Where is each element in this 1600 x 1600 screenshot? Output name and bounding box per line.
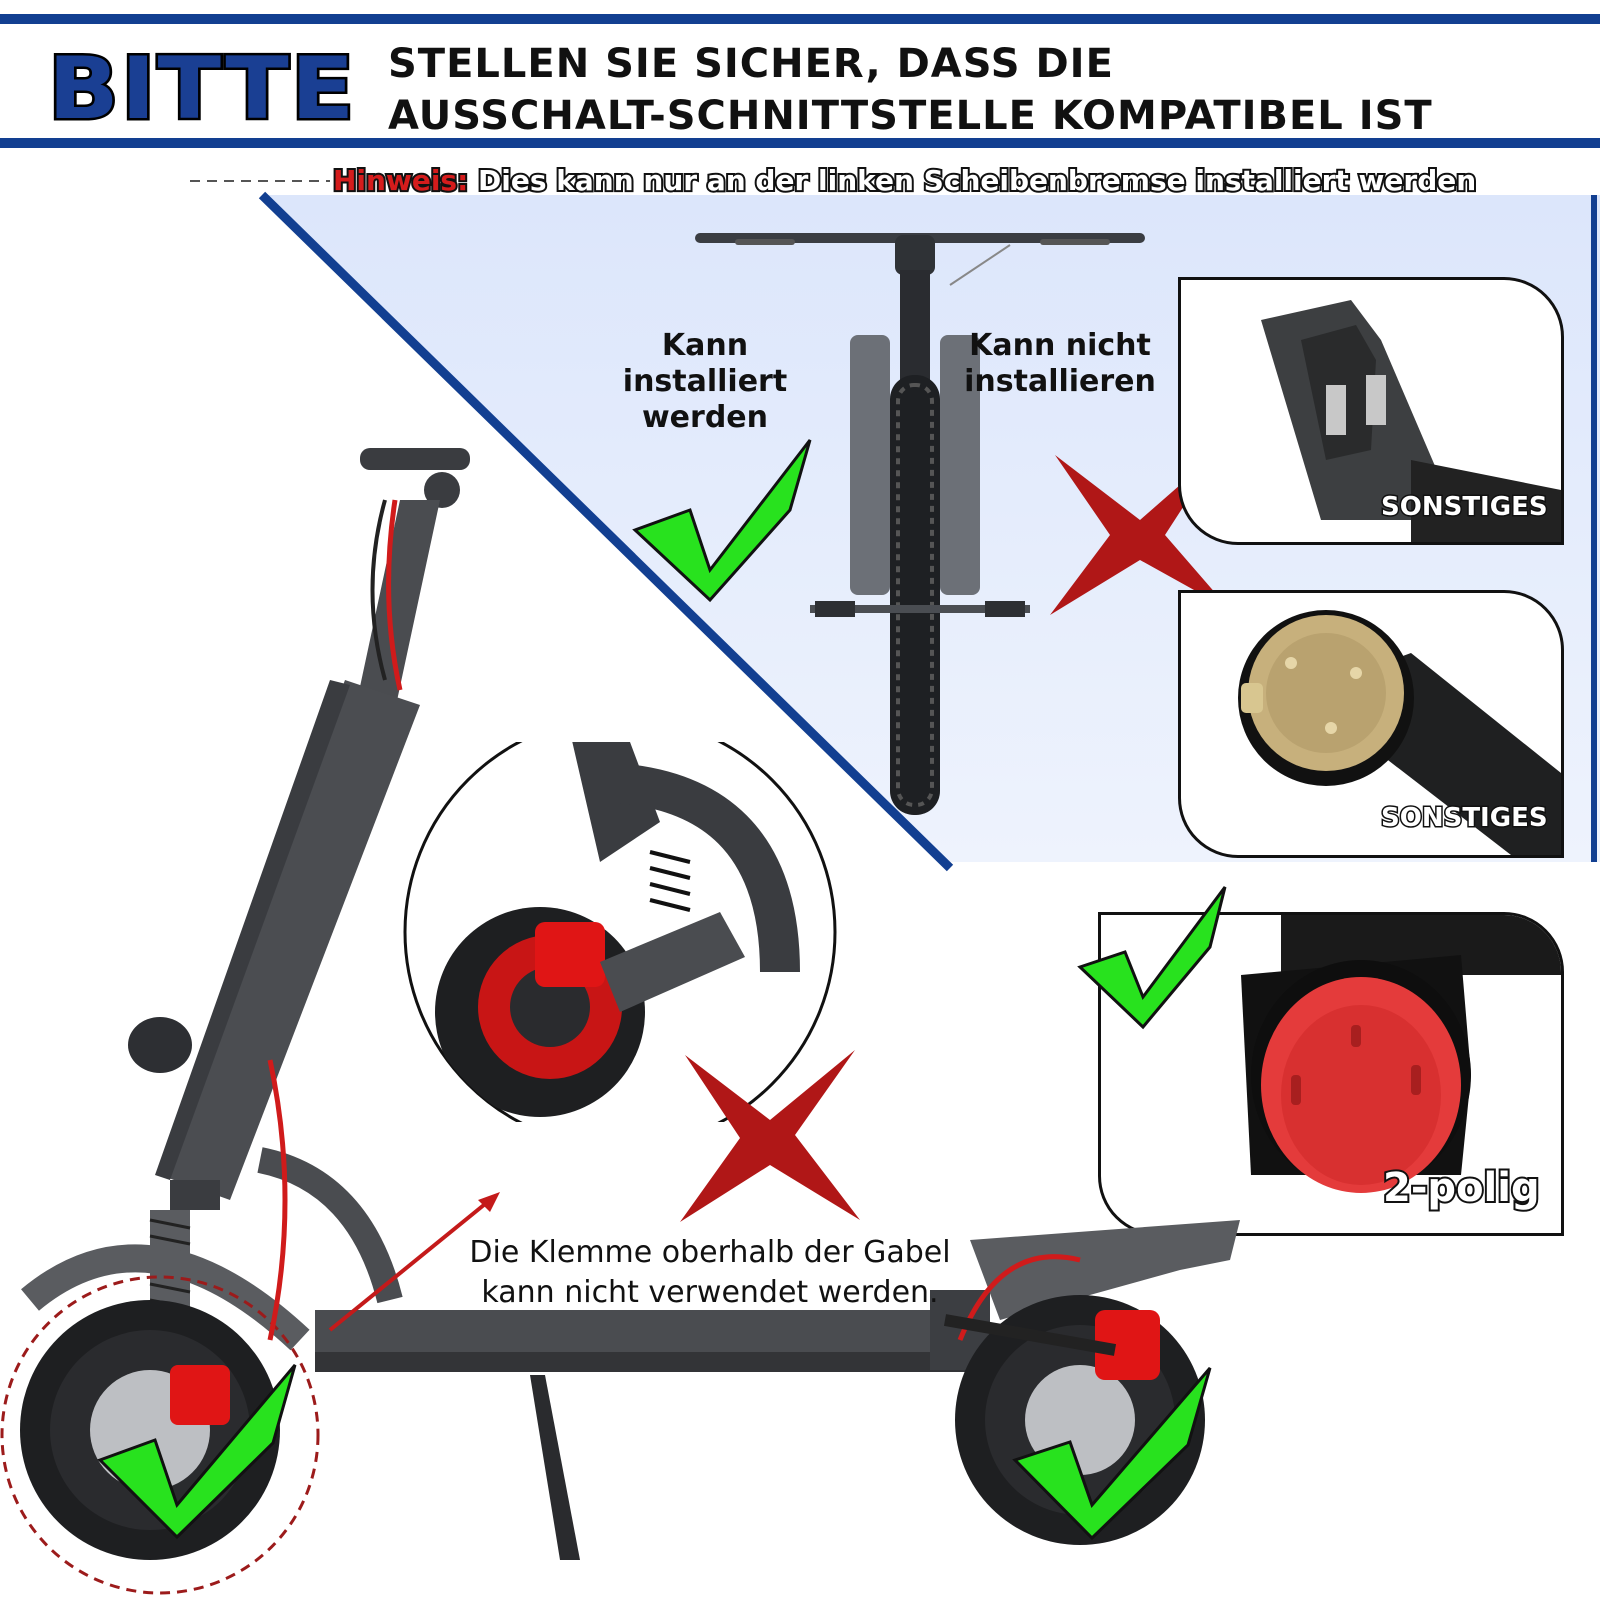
rectangular-connector-image: [1261, 300, 1561, 542]
header-bitte: BITTE: [45, 39, 357, 139]
note-label: Hinweis:: [331, 162, 470, 199]
red-2pin-connector-image: [1241, 915, 1561, 1193]
diagonal-panel-edge: [258, 191, 954, 872]
header-band: [0, 0, 1600, 150]
checkmark-icon: [1077, 886, 1227, 1030]
bicycle-front-image: [695, 233, 1145, 815]
installation-note: Hinweis: Dies kann nur an der linken Sch…: [331, 162, 1478, 199]
note-text: Dies kann nur an der linken Scheibenbrem…: [476, 162, 1478, 199]
connector-label-2: SONSTIGES: [1380, 802, 1550, 835]
headline-line-2: AUSSCHALT-SCHNITTSTELLE KOMPATIBEL IST: [388, 93, 1433, 139]
cannot-install-line-2: installieren: [964, 364, 1156, 399]
connector-panel-1: SONSTIGES: [1178, 277, 1564, 545]
checkmark-icon: [97, 1364, 297, 1540]
cannot-install-line-1: Kann nicht: [969, 328, 1151, 363]
clamp-note: Die Klemme oberhalb der Gabel kann nicht…: [460, 1233, 960, 1313]
can-install-line-2: werden: [641, 400, 769, 435]
connector-label-1: SONSTIGES: [1380, 491, 1550, 524]
connector-panel-2: SONSTIGES: [1178, 590, 1564, 858]
can-install-line-1: Kann installiert: [622, 328, 788, 399]
can-install-label: Kann installiert werden: [575, 328, 835, 436]
checkmark-icon: [632, 439, 812, 603]
cannot-install-label: Kann nicht installieren: [935, 328, 1185, 400]
headline-line-1: STELLEN SIE SICHER, DASS DIE: [388, 41, 1114, 87]
checkmark-icon: [1012, 1367, 1212, 1541]
header-top-rule: [0, 14, 1600, 24]
clamp-note-line-2: kann nicht verwendet werden.: [481, 1275, 939, 1310]
clamp-detail-inset: [403, 742, 837, 1122]
cross-icon: [680, 1050, 860, 1222]
scooter-image: [0, 448, 1240, 1595]
header-bottom-rule: [0, 138, 1600, 148]
connector-label-3: 2-polig: [1381, 1163, 1542, 1213]
clamp-note-line-1: Die Klemme oberhalb der Gabel: [469, 1235, 951, 1270]
header-headline: STELLEN SIE SICHER, DASS DIE AUSSCHALT-S…: [388, 38, 1433, 142]
round-connector-image: [1238, 610, 1561, 855]
